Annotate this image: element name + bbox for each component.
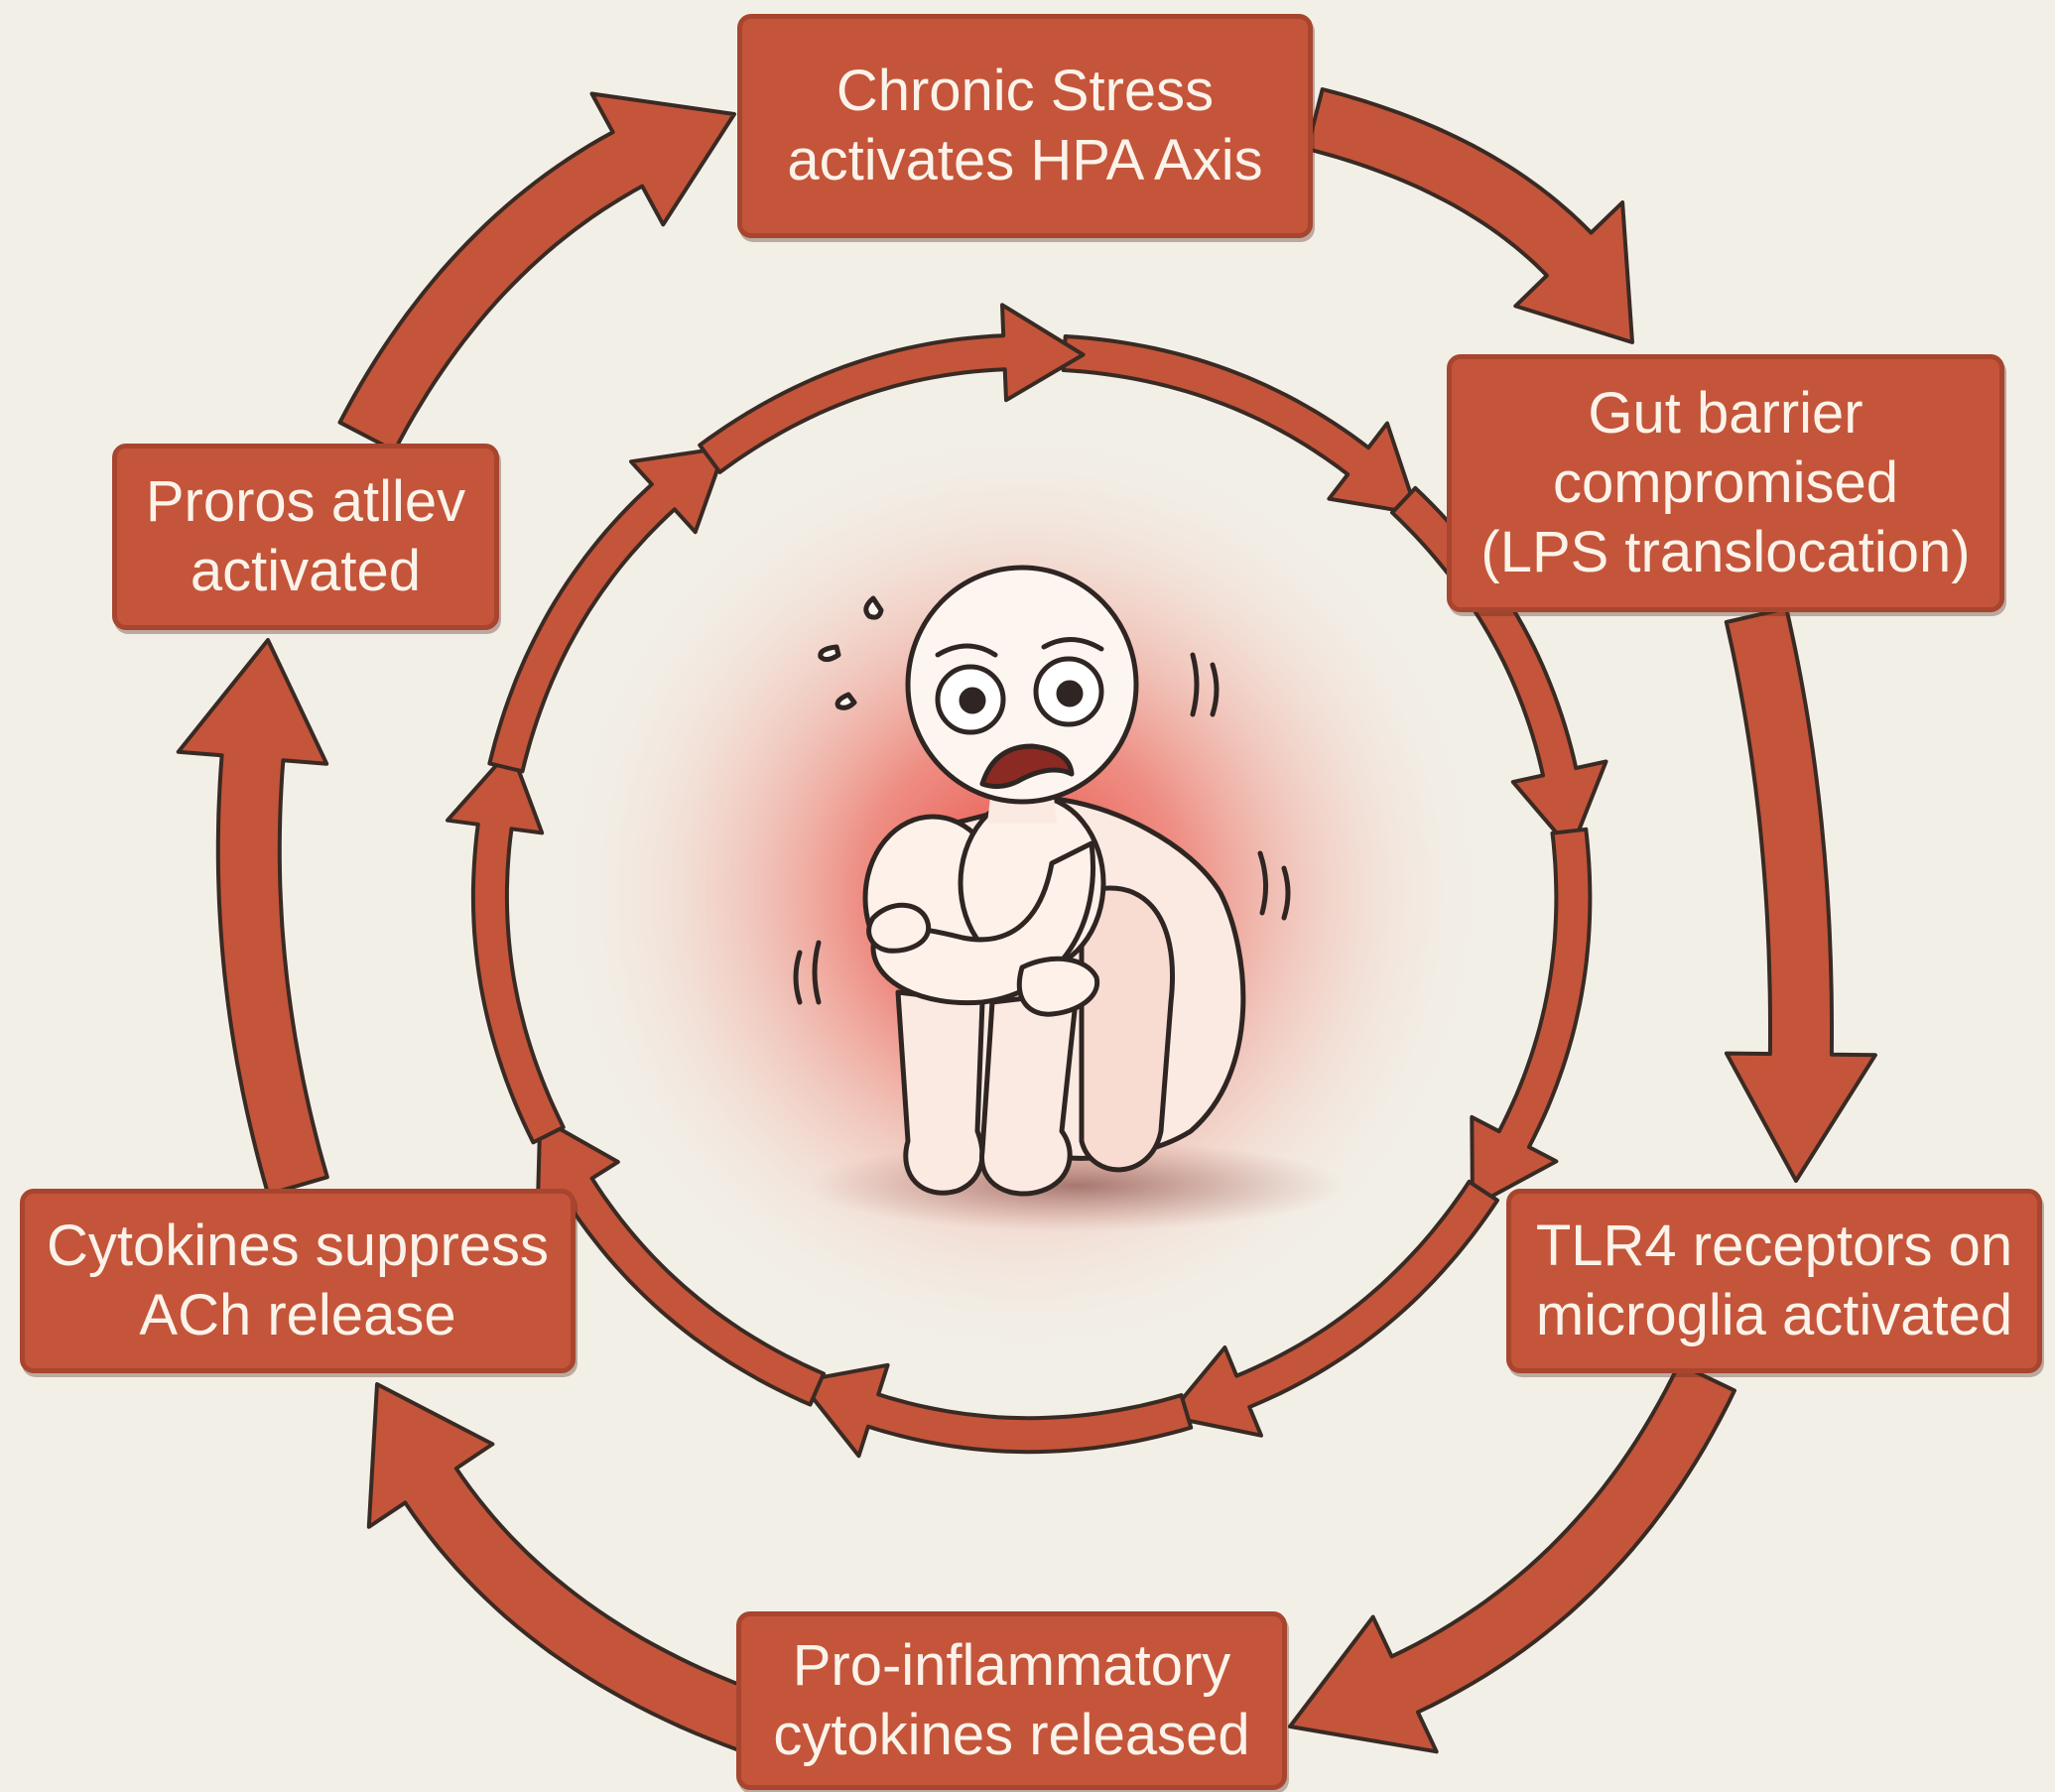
inner-arrow-5 [800,1365,1191,1457]
step-chronic-stress-line-1: Chronic Stress [836,57,1214,126]
inner-arrow-3 [1472,830,1590,1207]
step-tlr4-line-1: TLR4 receptors on [1536,1212,2012,1281]
step-gut-barrier-line-1: Gut barrier [1588,379,1862,448]
arrow-proros-to-chronic [340,94,735,451]
step-pro-inflammatory-line-1: Pro-inflammatory [793,1631,1231,1701]
step-proros-line-1: Proros atllev [146,467,465,537]
step-chronic-stress: Chronic Stress activates HPA Axis [737,14,1313,238]
step-pro-inflammatory-line-2: cytokines released [773,1701,1249,1770]
step-gut-barrier-line-2: compromised [1553,448,1898,518]
sweat-drop-3 [837,695,854,707]
sweat-drop-2 [821,647,838,660]
step-proros-line-2: activated [191,537,421,606]
right-shin [982,992,1077,1194]
step-proros: Proros atllev activated [112,444,499,630]
step-chronic-stress-line-2: activates HPA Axis [787,126,1262,195]
step-gut-barrier: Gut barrier compromised (LPS translocati… [1447,354,2004,612]
step-gut-barrier-line-3: (LPS translocation) [1480,518,1970,587]
arrow-chronic-to-gut [1307,89,1632,342]
left-shin [898,992,982,1193]
hand-left [869,905,929,951]
left-pupil [962,690,983,711]
step-cytokines-suppress: Cytokines suppress ACh release [20,1189,576,1373]
step-cytokines-suppress-line-2: ACh release [139,1281,455,1350]
inner-arrow-7 [448,749,564,1142]
back-leg [1082,888,1173,1170]
step-tlr4-receptors: TLR4 receptors on microglia activated [1506,1189,2042,1373]
right-pupil [1059,683,1081,704]
step-cytokines-suppress-line-1: Cytokines suppress [47,1212,549,1281]
step-tlr4-line-2: microglia activated [1536,1281,2012,1350]
arrow-cytokines-to-proros [179,640,327,1195]
arrow-gut-to-tlr4 [1727,608,1875,1181]
arrow-tlr4-to-proinflammatory [1290,1364,1734,1752]
arrow-proinflammatory-to-cytokines [369,1384,774,1755]
step-pro-inflammatory: Pro-inflammatory cytokines released [736,1611,1287,1790]
